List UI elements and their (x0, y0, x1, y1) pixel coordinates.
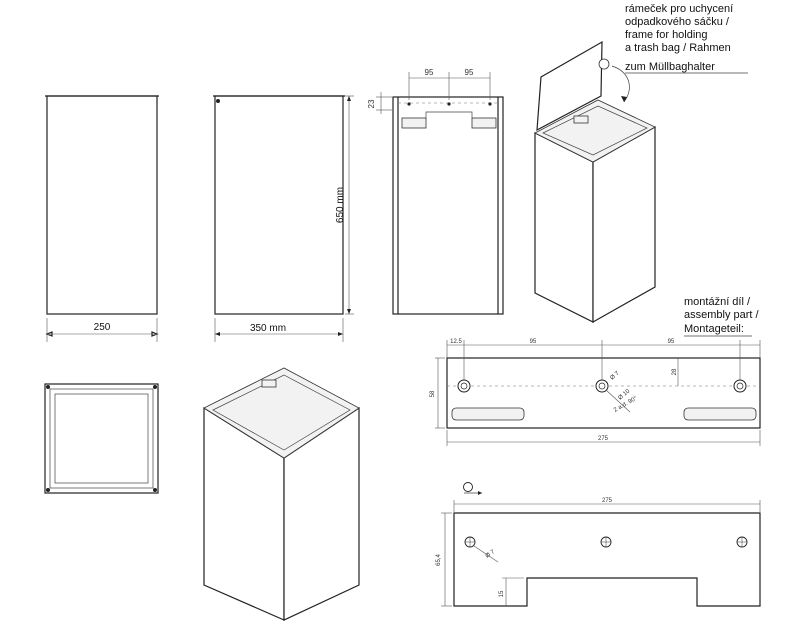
iso-closed-view (203, 367, 360, 621)
part-center-label: 28 (672, 368, 678, 375)
assembly-part-view-1: 12.5 95 95 58 28 275 Ø 7 Ø 10 2 a.d. 90° (430, 339, 761, 446)
part-offset-label: 12.5 (450, 339, 462, 345)
assembly-note-line-2: assembly part / (684, 309, 760, 321)
assembly-note-line-3: Montageteil: (684, 323, 744, 335)
part-length-label: 275 (598, 436, 609, 442)
view2-hole-label: Ø 7 (485, 549, 497, 560)
top-view (44, 383, 159, 494)
frame-note-line-3: frame for holding (625, 29, 708, 41)
assembly-note-line-1: montážní díl / (684, 296, 751, 308)
view2-small-label: 15 (499, 590, 505, 597)
frame-note: rámeček pro uchycení odpadkového sáčku /… (625, 3, 748, 74)
frame-note-line-1: rámeček pro uchycení (625, 3, 733, 15)
view2-length-label: 275 (602, 498, 613, 504)
part-hole-1-label: 95 (530, 339, 537, 345)
part-height-label: 58 (430, 390, 436, 397)
front-view: 250 (45, 95, 159, 342)
top-depth-label: 23 (367, 99, 376, 108)
part-hole-2-label: 95 (668, 339, 675, 345)
view2-height-label: 65,4 (436, 554, 442, 566)
height-label: 650 mm (335, 187, 346, 223)
frame-note-line-2: odpadkového sáčku / (625, 16, 730, 28)
frame-note-line-5: zum Müllbaghalter (625, 61, 715, 73)
side-width-label: 350 mm (250, 323, 286, 334)
top-hole-1-label: 95 (425, 68, 434, 77)
side-view: 350 mm 650 mm (213, 95, 354, 342)
frame-note-line-4: a trash bag / Rahmen (625, 42, 731, 54)
top-hole-2-label: 95 (465, 68, 474, 77)
assembly-note: montážní díl / assembly part / Montagete… (684, 296, 760, 337)
section-view: 95 95 23 (367, 68, 504, 315)
hole-dia-label: Ø 7 (609, 370, 621, 381)
assembly-part-view-2: Ø 7 275 65,4 15 (436, 482, 761, 607)
iso-open-view (534, 40, 656, 324)
front-width-label: 250 (94, 322, 111, 333)
